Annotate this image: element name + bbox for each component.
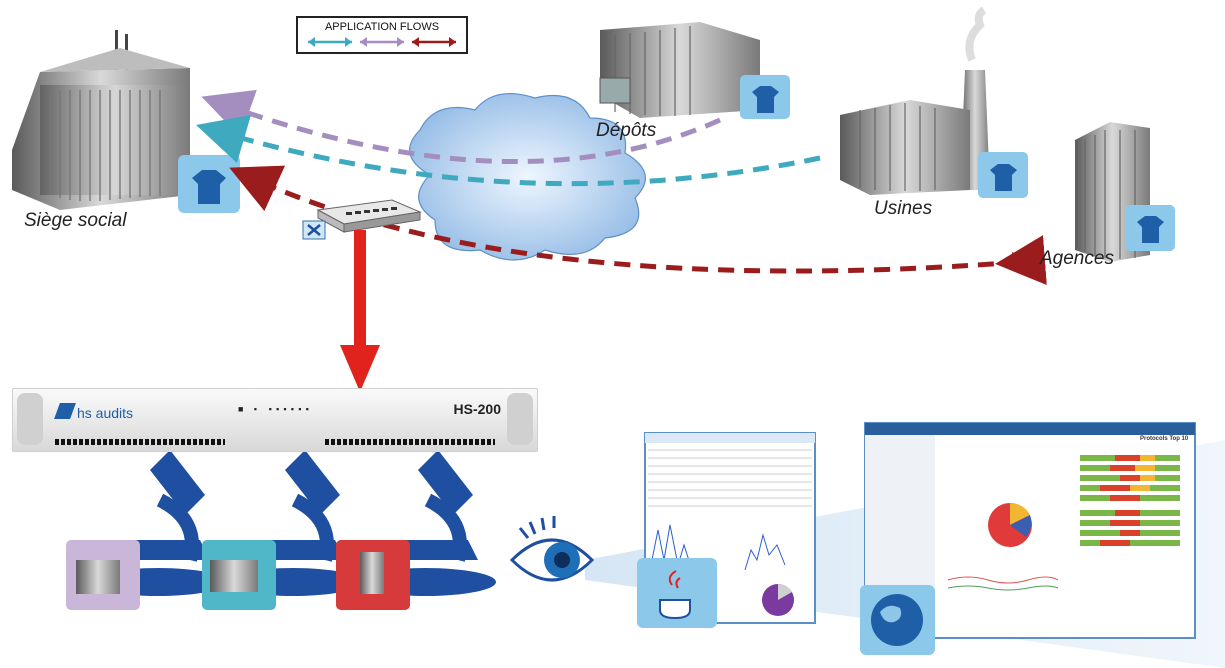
java-icon — [637, 558, 717, 628]
appliance-model: HS-200 — [453, 401, 501, 417]
appliance-brand: hs audits — [77, 405, 134, 421]
hs-logo-icon — [54, 403, 76, 419]
depots-building — [599, 22, 790, 119]
user-icon — [752, 86, 779, 113]
vent-left — [55, 439, 225, 445]
java-app-screenshot — [637, 432, 816, 628]
dashboard-title: Protocols Top 10 — [1140, 436, 1189, 442]
vent-right — [325, 439, 495, 445]
user-icon — [1137, 216, 1164, 243]
flows-legend: APPLICATION FLOWS — [296, 16, 468, 54]
user-icon — [192, 170, 226, 204]
tap-arrow — [340, 230, 380, 392]
eye-icon — [509, 516, 595, 582]
branches-building — [1075, 122, 1175, 262]
legend-title: APPLICATION FLOWS — [324, 21, 440, 33]
rack-ear-right — [507, 393, 533, 445]
legend-arrows — [308, 37, 456, 47]
factories-building — [840, 6, 1028, 198]
flow-depots-hq — [201, 89, 722, 164]
hs-200-appliance: hs audits ■ ▪ ▪▪▪▪▪▪ HS-200 — [12, 388, 538, 452]
factories-label: Usines — [874, 198, 933, 219]
depots-label: Dépôts — [596, 120, 657, 141]
rack-ear-left — [17, 393, 43, 445]
headquarters-building — [12, 30, 240, 213]
flow-branches-hq — [229, 165, 1047, 286]
branches-label: Agences — [1040, 248, 1114, 269]
headquarters-label: Siège social — [24, 210, 127, 231]
web-dashboard-screenshot — [860, 422, 1196, 655]
network-switch — [302, 199, 422, 240]
status-leds: ■ ▪ ▪▪▪▪▪▪ — [238, 405, 313, 415]
